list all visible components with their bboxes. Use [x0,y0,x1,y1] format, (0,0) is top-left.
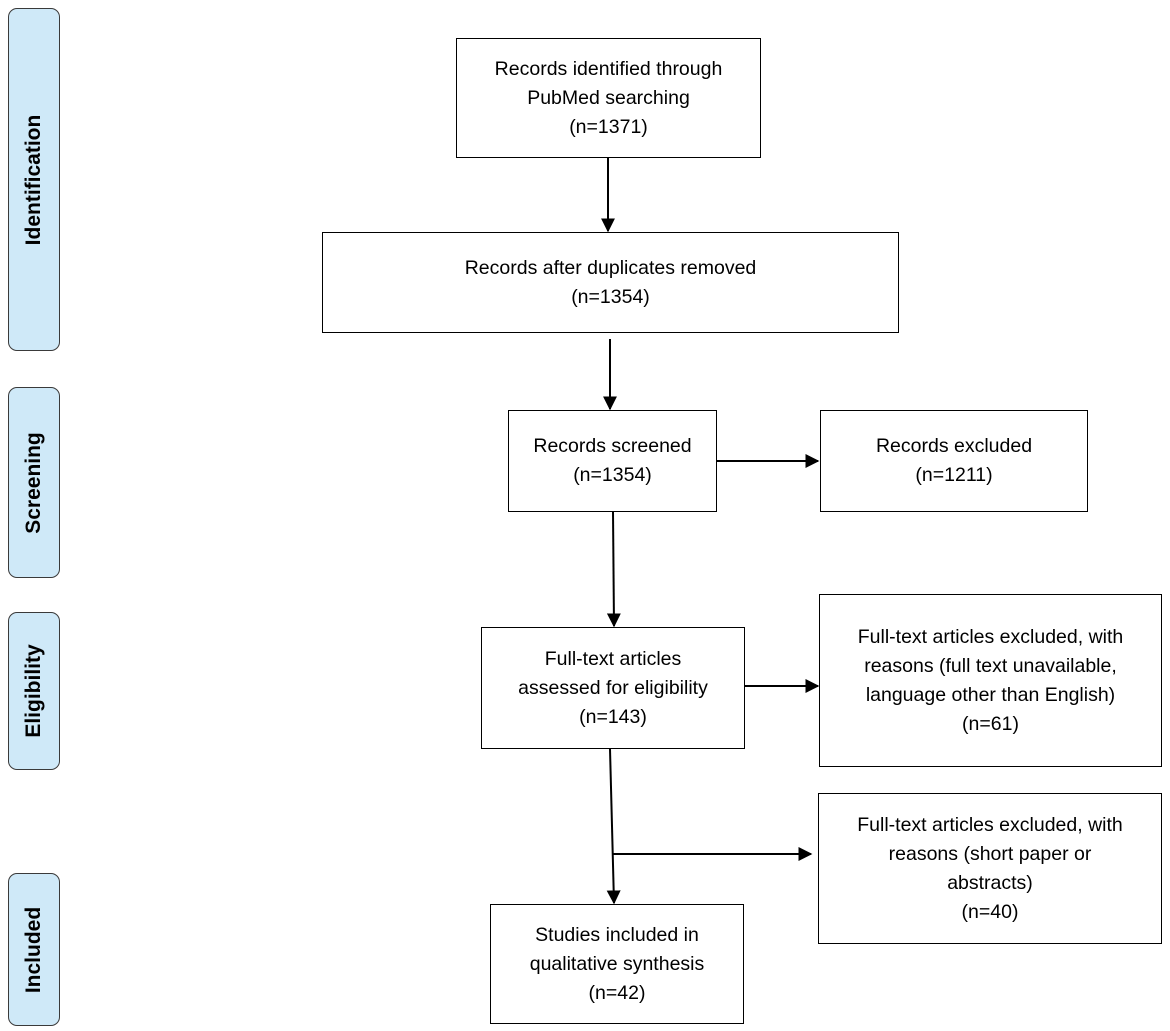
box-text-line: (n=1371) [569,115,648,138]
box-text-line: language other than English) [865,683,1116,706]
box-text-line: (n=40) [961,900,1019,923]
box-text-line: Full-text articles excluded, with [857,813,1123,836]
box-text-line: Records after duplicates removed [464,256,757,279]
box-text-line: (n=1354) [571,285,650,308]
stage-included: Included [8,873,60,1026]
full-text-excluded-reasons-box: Full-text articles excluded, with reason… [819,594,1162,767]
box-text-line: reasons (short paper or [888,842,1092,865]
records-screened-box: Records screened (n=1354) [508,410,717,512]
box-text-line: qualitative synthesis [529,952,705,975]
full-text-assessed-box: Full-text articles assessed for eligibil… [481,627,745,749]
records-identified-box: Records identified through PubMed search… [456,38,761,158]
full-text-excluded-short-paper-box: Full-text articles excluded, with reason… [818,793,1162,944]
box-text-line: Records identified through [494,57,723,80]
box-text-line: (n=143) [579,705,647,728]
box-text-line: Full-text articles [544,647,682,670]
stage-screening: Screening [8,387,60,578]
records-after-duplicates-box: Records after duplicates removed (n=1354… [322,232,899,333]
box-text-line: abstracts) [947,871,1033,894]
box-text-line: (n=1211) [915,464,993,486]
box-text-line: (n=1354) [573,464,652,486]
arrow-full-text-to-included [606,748,621,905]
stage-eligibility: Eligibility [8,612,60,770]
studies-included-box: Studies included in qualitative synthesi… [490,904,744,1024]
box-text-line: assessed for eligibility [518,676,708,699]
box-text-line: Full-text articles excluded, with [857,625,1124,648]
box-text-line: Records screened [533,435,692,457]
box-text-line: Records excluded [875,435,1033,457]
box-text-line: PubMed searching [527,86,690,109]
box-text-line: (n=42) [588,981,646,1004]
records-excluded-box: Records excluded (n=1211) [820,410,1088,512]
arrow-screened-to-full-text [606,511,621,628]
box-text-line: Studies included in [535,923,699,946]
stage-identification: Identification [8,8,60,351]
box-text-line: (n=61) [962,712,1019,735]
box-text-line: reasons (full text unavailable, [864,654,1117,677]
